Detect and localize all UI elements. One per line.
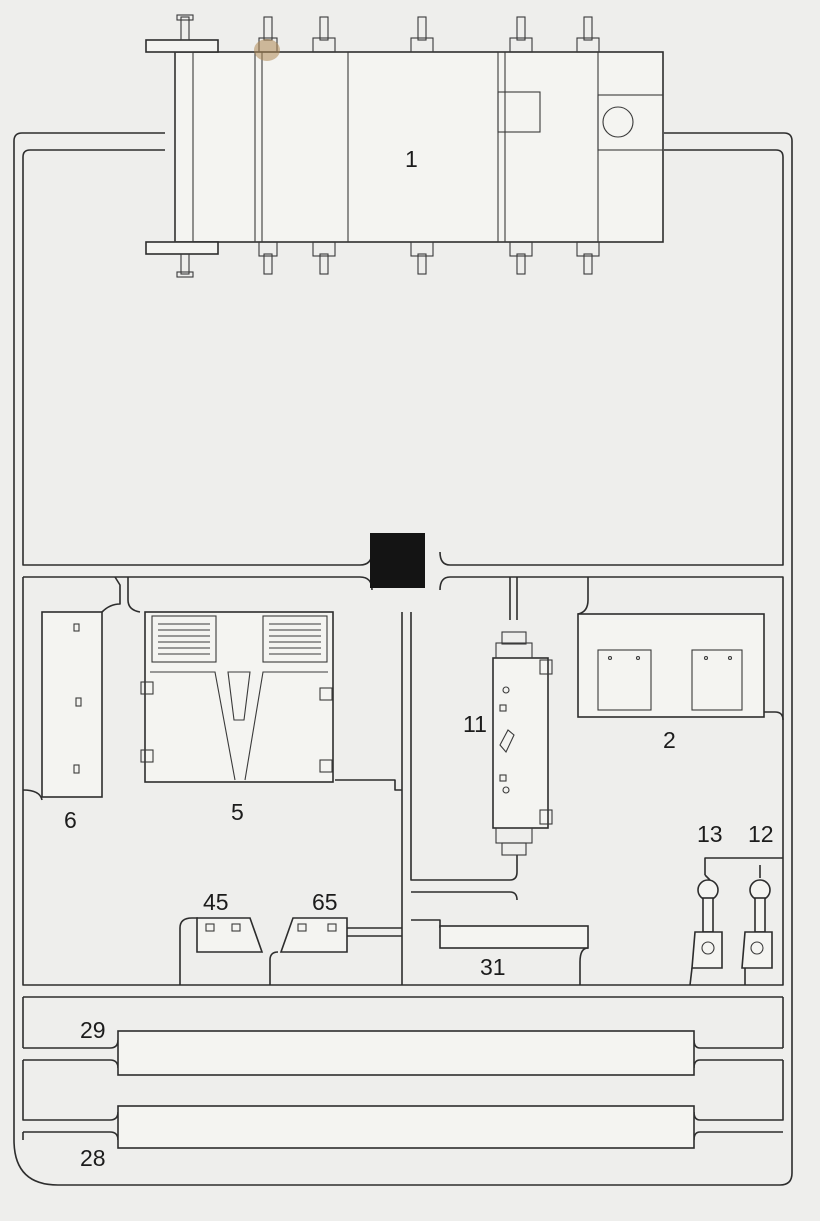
glue-stain [254, 39, 280, 61]
inner-runners [401, 577, 518, 985]
part-label-29: 29 [80, 1017, 106, 1043]
part-2-hatch-plate: 2 [577, 577, 784, 753]
part-label-65: 65 [312, 889, 338, 915]
part-11-side-rail: 11 [463, 631, 553, 856]
part-6-side-plate: 6 [22, 576, 121, 833]
part-label-5: 5 [231, 799, 244, 825]
part-label-12: 12 [748, 821, 774, 847]
black-tab [370, 533, 425, 588]
part-label-28: 28 [80, 1145, 106, 1171]
part-5-engine-deck: 5 [127, 577, 402, 825]
part-label-11: 11 [463, 711, 487, 737]
outer-runner-frame [13, 132, 793, 1186]
part-1-hull-floor: 1 [145, 14, 664, 278]
part-label-6: 6 [64, 807, 77, 833]
parts-45-65-boxes: 45 65 [179, 889, 402, 985]
part-label-45: 45 [203, 889, 229, 915]
part-28-long-bar: 28 [80, 1105, 695, 1171]
part-label-31: 31 [480, 954, 506, 980]
part-label-2: 2 [663, 727, 676, 753]
part-31-bar: 31 [411, 919, 589, 985]
parts-12-13-brackets: 13 12 [689, 821, 783, 986]
part-29-long-bar: 29 [80, 1017, 695, 1076]
part-label-13: 13 [697, 821, 723, 847]
part-label-1: 1 [405, 146, 418, 172]
center-gate-tab [359, 533, 451, 591]
